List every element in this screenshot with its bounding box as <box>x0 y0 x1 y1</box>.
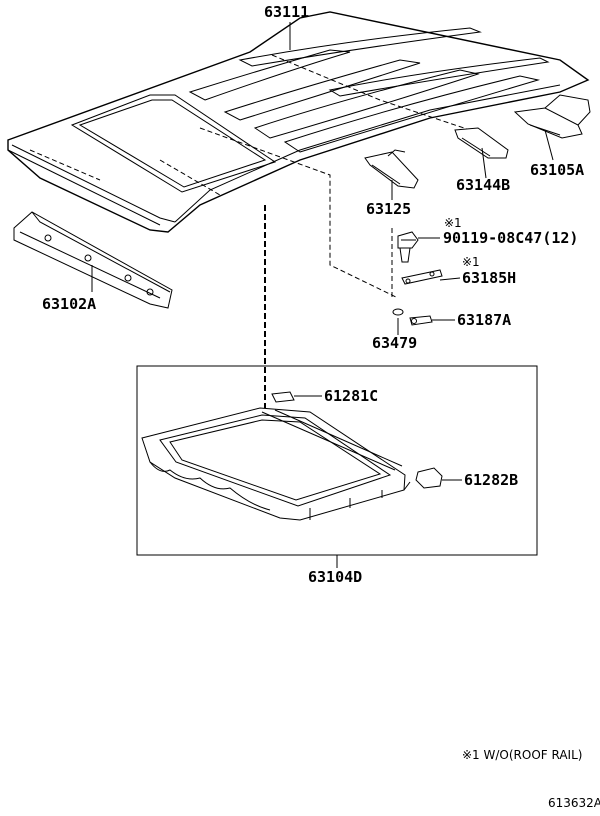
label-sunroof-frame: 63104D <box>308 568 362 586</box>
label-frame-part-c: 61281C <box>324 387 378 405</box>
label-roof-panel: 63111 <box>264 3 309 21</box>
frame-part-c-drawing[interactable] <box>271 391 295 403</box>
front-header-drawing[interactable] <box>13 211 173 309</box>
label-bracket-mark: ※1 <box>462 255 480 269</box>
clip-drawing[interactable] <box>397 231 419 263</box>
plug-drawing[interactable] <box>392 308 404 316</box>
footnote: ※1 W/O(ROOF RAIL) <box>462 748 582 762</box>
bow-63125-drawing[interactable] <box>364 149 419 189</box>
roof-panel-drawing[interactable] <box>7 11 590 299</box>
leader-lines <box>91 22 554 568</box>
label-bow-63125: 63125 <box>366 200 411 218</box>
label-plug: 63479 <box>372 334 417 352</box>
center-bow-drawing[interactable] <box>454 127 509 159</box>
label-bracket-small: 63187A <box>457 311 511 329</box>
label-bracket-part: 63185H <box>462 269 516 287</box>
diagram-code: 613632A <box>548 796 600 810</box>
bracket-drawing[interactable] <box>401 269 443 285</box>
rear-bow-drawing[interactable] <box>513 94 591 139</box>
label-front-header: 63102A <box>42 295 96 313</box>
label-clip-mark: ※1 <box>444 216 462 230</box>
frame-part-b-drawing[interactable] <box>415 467 443 489</box>
label-clip-part: 90119-08C47(12) <box>443 229 578 247</box>
bracket-small-drawing[interactable] <box>409 315 433 326</box>
label-frame-part-b: 61282B <box>464 471 518 489</box>
label-center-bow: 63144B <box>456 176 510 194</box>
label-rear-bow: 63105A <box>530 161 584 179</box>
sunroof-frame-drawing[interactable] <box>141 407 411 521</box>
